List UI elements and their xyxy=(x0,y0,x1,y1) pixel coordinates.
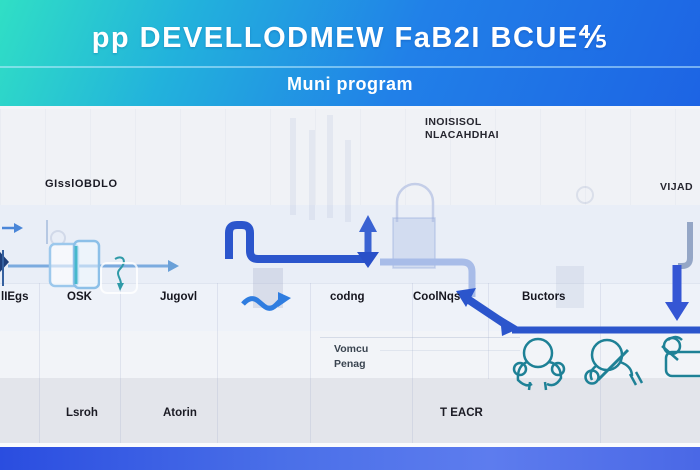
person-doodle-icon xyxy=(512,337,566,391)
pipe-gray xyxy=(678,222,693,269)
band-mid xyxy=(0,205,700,283)
bottom-label-atorin: Atorin xyxy=(163,407,197,419)
divider xyxy=(39,283,40,443)
mid-note-line1: Vomcu xyxy=(334,343,369,355)
mid-note-line2: Penag xyxy=(334,358,366,370)
white-strip xyxy=(0,443,700,447)
watermark-rect xyxy=(556,266,584,308)
flow-label-jugovl: Jugovl xyxy=(160,291,198,303)
rule-line xyxy=(320,337,520,338)
divider xyxy=(310,283,311,443)
divider xyxy=(412,283,413,443)
flow-label-codng: codng xyxy=(330,291,365,303)
page-subtitle: Muni program xyxy=(287,74,413,94)
divider xyxy=(488,283,489,379)
bottom-label-lsroh: Lsroh xyxy=(66,407,98,419)
flow-label-row xyxy=(0,283,700,332)
band-lower xyxy=(0,331,700,378)
footer-bar xyxy=(0,447,700,470)
pipe-light xyxy=(380,258,476,297)
flow-label-coolnqs: CoolNqs xyxy=(413,291,461,303)
page-title: pp DEVELLODMEW FaB2I BCUE⅘ xyxy=(91,22,609,54)
person-writing-doodle-icon xyxy=(584,338,644,386)
label-right: VIJAD xyxy=(660,181,693,193)
header-banner: pp DEVELLODMEW FaB2I BCUE⅘ Muni program xyxy=(0,0,700,108)
note-top-line1: INOISISOL xyxy=(425,116,482,128)
mid-note: Vomcu Penag xyxy=(334,342,368,372)
note-top-line2: NLACAHDHAI xyxy=(425,129,499,141)
header-divider xyxy=(0,66,700,68)
zigzag-arrow-icon xyxy=(241,296,284,311)
rule-line xyxy=(380,350,520,351)
watermark-circle xyxy=(576,186,594,204)
divider xyxy=(217,283,218,443)
bottom-label-teacr: T EACR xyxy=(440,407,483,419)
header-bottom-strip xyxy=(0,106,700,109)
down-arrow-icon xyxy=(357,252,379,268)
note-top: INOISISOL NLACAHDHAI xyxy=(425,116,499,142)
chevron-marker-icon xyxy=(0,252,9,272)
divider xyxy=(120,283,121,443)
pipe-dark-hook xyxy=(225,221,366,263)
flow-label-liegs: lIEgs xyxy=(1,291,29,303)
band-bottom xyxy=(0,378,700,443)
label-left: GIsslOBDLO xyxy=(45,178,118,190)
flag-box-doodle-icon xyxy=(661,335,700,378)
band-top xyxy=(0,109,700,205)
flow-label-buctors: Buctors xyxy=(522,291,566,303)
hook-squiggle-icon xyxy=(114,256,125,285)
flow-label-osk: OSK xyxy=(67,291,92,303)
divider xyxy=(600,283,601,443)
arch-icon xyxy=(395,182,435,222)
down-arrow-icon xyxy=(456,288,476,307)
